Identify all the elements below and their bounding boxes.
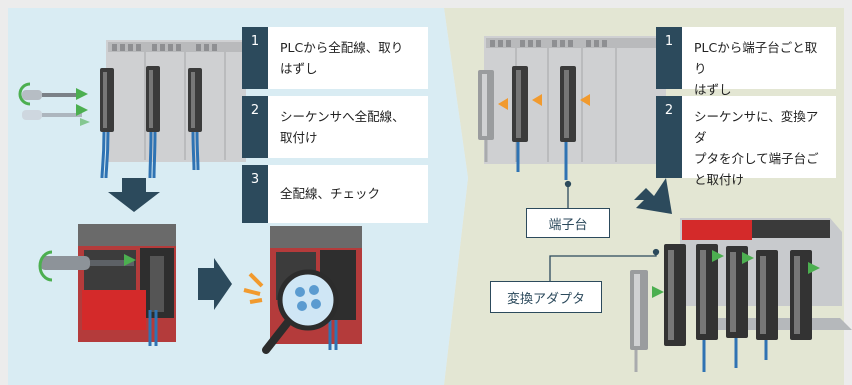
old-plc-left <box>100 40 246 179</box>
conversion-adapter-label: 変換アダプタ <box>490 281 602 313</box>
step-text: 全配線、チェック <box>280 186 381 201</box>
label-leader-lines <box>549 180 660 281</box>
step-text: シーケンサへ全配線、 取付け <box>280 109 405 145</box>
right-arrow-icon <box>198 258 232 310</box>
terminal-block-label: 端子台 <box>526 208 610 238</box>
new-plc-wiring <box>38 224 176 346</box>
step-number: 1 <box>656 27 682 89</box>
left-step-1: 1 PLCから全配線、取り はずし <box>242 27 428 89</box>
screwdriver-icon <box>18 82 90 126</box>
right-step-2: 2 シーケンサに、変換アダ プタを介して端子台ご と取付け <box>656 96 836 187</box>
right-step-1: 1 PLCから端子台ごと取り はずし <box>656 27 836 97</box>
step-text: PLCから端子台ごと取り はずし <box>694 40 818 97</box>
step-number: 3 <box>242 165 268 223</box>
left-step-2: 2 シーケンサへ全配線、 取付け <box>242 96 428 158</box>
diagonal-arrow-icon <box>634 178 672 214</box>
down-arrow-icon <box>108 178 160 212</box>
step-text: PLCから全配線、取り はずし <box>280 40 404 76</box>
step-number: 2 <box>242 96 268 158</box>
panel-chevron <box>444 8 468 385</box>
step-number: 1 <box>242 27 268 89</box>
step-text: シーケンサに、変換アダ プタを介して端子台ご と取付け <box>694 109 819 187</box>
magnifier-icon <box>262 269 339 354</box>
new-plc-with-adapters <box>630 218 852 372</box>
step-number: 2 <box>656 96 682 178</box>
old-plc-right <box>478 36 666 180</box>
left-step-3: 3 全配線、チェック <box>242 165 428 223</box>
